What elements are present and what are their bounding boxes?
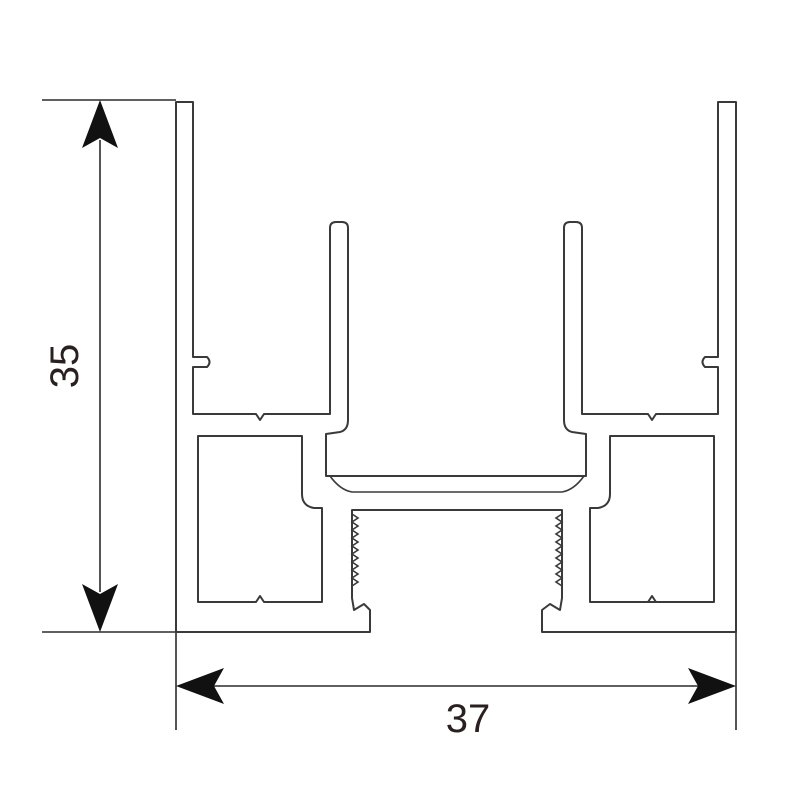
width-dimension: 37 [176,668,736,741]
profile-cross-section [175,101,737,633]
right-chamber [589,435,715,603]
height-label: 35 [43,344,87,389]
extension-lines [42,99,737,730]
width-label: 37 [446,697,491,741]
arrow-down-icon [82,584,118,632]
right-serration [554,513,564,587]
left-chamber [197,435,323,603]
height-dimension: 35 [43,100,118,632]
arrow-right-icon [688,668,736,704]
outer-contour [175,101,737,633]
arrow-up-icon [82,100,118,148]
arrow-left-icon [176,668,224,704]
center-bridge-detail [329,475,585,493]
left-serration [350,513,360,587]
